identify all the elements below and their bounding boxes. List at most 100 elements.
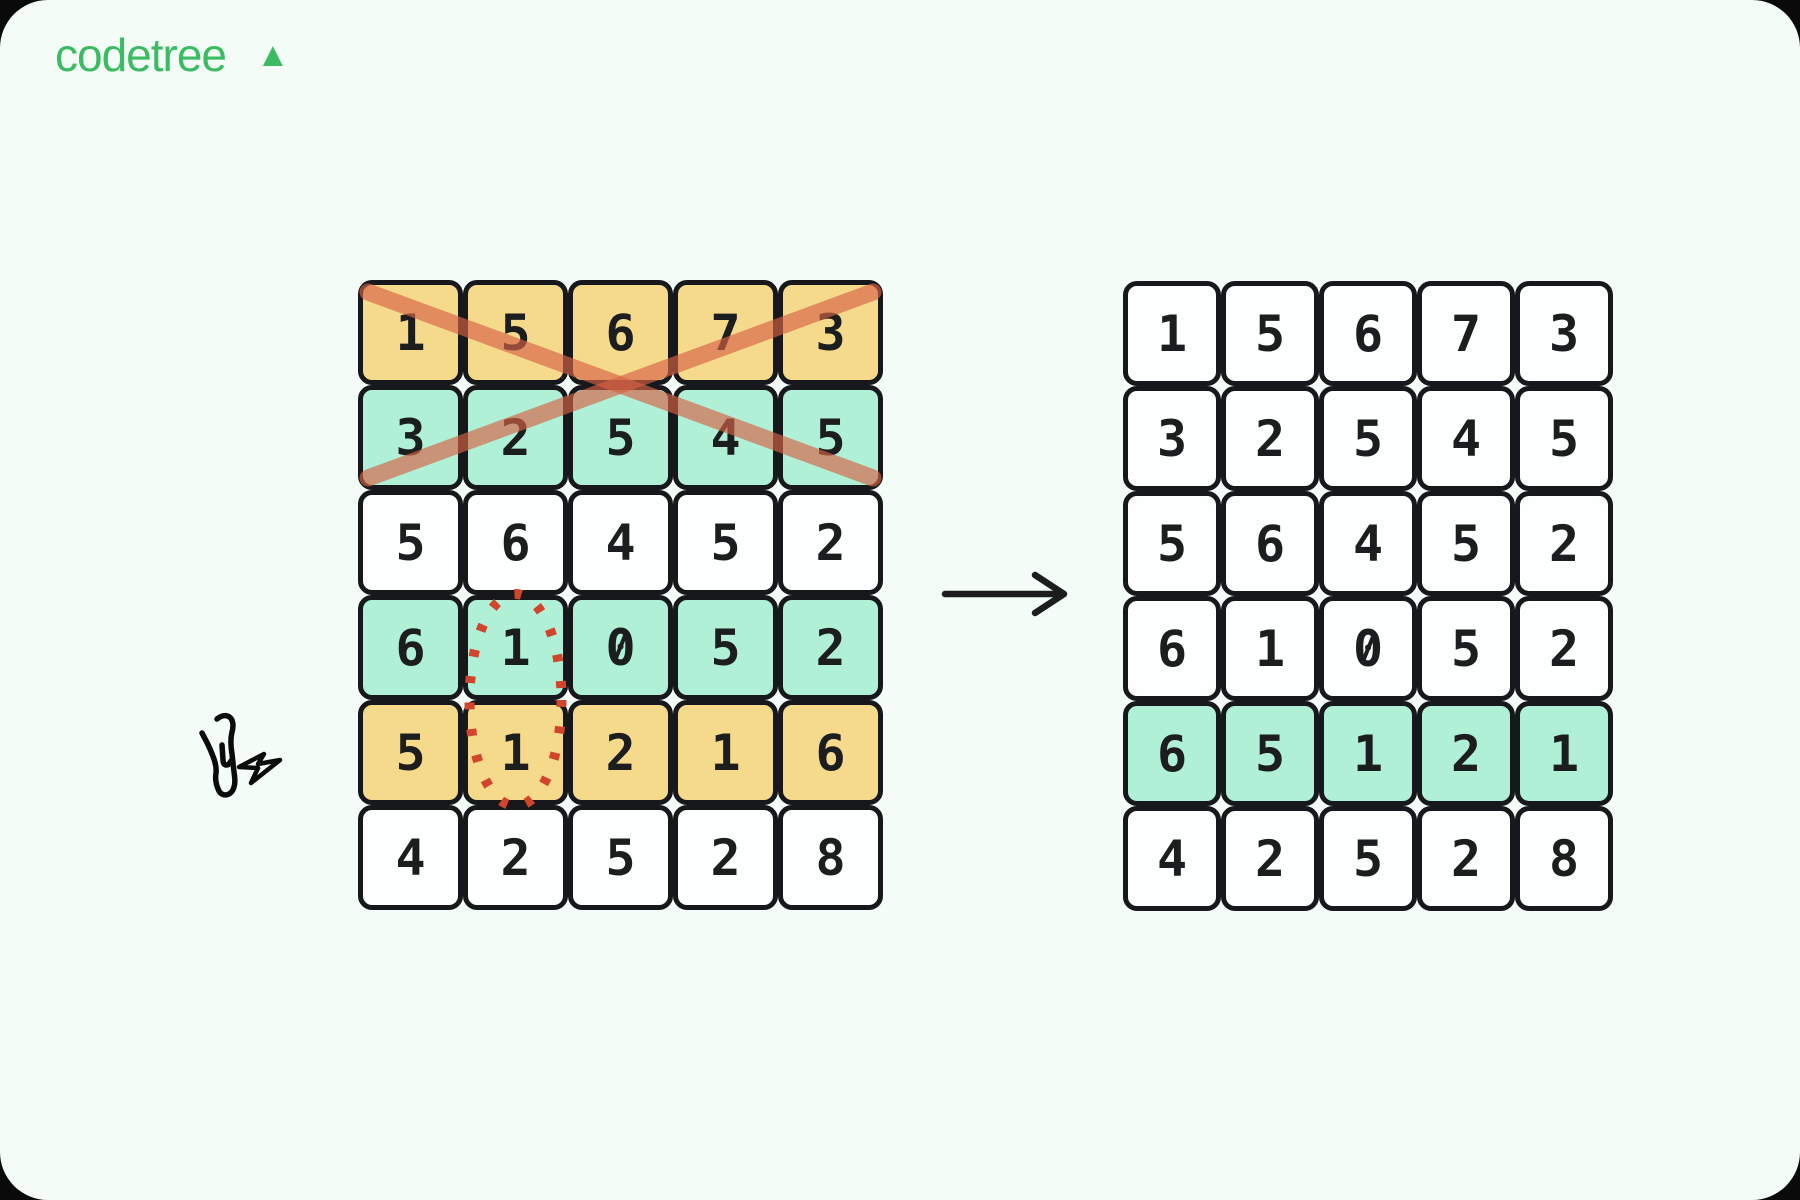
grid-cell: 1 [463,700,568,805]
grid-cell-value: 0 [605,618,636,677]
hand-outline [199,712,238,798]
grid-cell: 1 [1221,596,1319,701]
grid-cell-value: 5 [1450,514,1482,573]
grid-cell: 8 [1515,806,1613,911]
grid-cell-value: 5 [1450,619,1482,678]
grid-cell: 3 [1515,281,1613,386]
grid-cell: 4 [358,805,463,910]
grid-cell: 5 [568,805,673,910]
grid-cell-value: 6 [395,618,426,677]
grid-cell-value: 3 [1156,409,1188,468]
grid-cell: 5 [568,385,673,490]
grid-cell-value: 2 [815,618,846,677]
grid-cell: 1 [358,280,463,385]
grid-cell-value: 7 [710,303,741,362]
grid-cell-value: 6 [1352,304,1384,363]
grid-cell: 4 [1123,806,1221,911]
grid-cell-value: 8 [1548,829,1580,888]
grid-cell-value: 5 [1254,724,1286,783]
grid-cell: 5 [1417,491,1515,596]
grid-cell: 2 [1221,386,1319,491]
grid-cell-value: 6 [1254,514,1286,573]
grid-cell-value: 4 [395,828,426,887]
grid-cell: 5 [673,490,778,595]
grid-cell-value: 7 [1450,304,1482,363]
grid-cell-value: 2 [710,828,741,887]
grid-cell: 5 [1221,701,1319,806]
grid-cell: 6 [1123,701,1221,806]
grid-cell: 3 [778,280,883,385]
grid-cell: 4 [568,490,673,595]
grid-cell-value: 2 [1548,619,1580,678]
grid-cell: 5 [1221,281,1319,386]
grid-cell: 6 [568,280,673,385]
grid-cell-value: 6 [815,723,846,782]
grid-cell-value: 0 [1352,619,1384,678]
grid-cell: 1 [673,700,778,805]
transform-arrow-icon [941,571,1068,617]
grid-cell-value: 6 [605,303,636,362]
grid-cell: 2 [463,385,568,490]
grid-cell-value: 5 [1548,409,1580,468]
grid-cell: 3 [1123,386,1221,491]
grid-cell: 5 [358,490,463,595]
grid-cell-value: 5 [605,408,636,467]
grid-cell: 6 [463,490,568,595]
grid-cell: 2 [463,805,568,910]
grid-cell: 0 [1319,596,1417,701]
grid-cell: 1 [463,595,568,700]
logo: codetree ▲ [55,28,290,82]
grid-cell: 5 [673,595,778,700]
grid-cell: 2 [1515,491,1613,596]
grid-cell-value: 2 [1254,829,1286,888]
grid-cell-value: 4 [1450,409,1482,468]
grid-cell: 6 [1123,596,1221,701]
grid-cell: 2 [1221,806,1319,911]
grid-cell-value: 2 [1450,724,1482,783]
grid-cell-value: 1 [1156,304,1188,363]
grid-cell-value: 6 [1156,724,1188,783]
grid-cell-value: 1 [1352,724,1384,783]
grid-cell-value: 2 [815,513,846,572]
grid-cell-value: 3 [1548,304,1580,363]
grid-cell: 1 [1123,281,1221,386]
grid-cell-value: 2 [500,828,531,887]
grid-cell-value: 6 [1156,619,1188,678]
grid-cell: 4 [1319,491,1417,596]
grid-cell: 5 [1319,386,1417,491]
grid-cell: 2 [778,595,883,700]
grid-cell: 2 [1417,701,1515,806]
grid-cell-value: 4 [1352,514,1384,573]
grid-cell-value: 5 [710,513,741,572]
grid-cell: 2 [1417,806,1515,911]
grid-cell: 2 [1515,596,1613,701]
grid-cell-value: 1 [500,618,531,677]
grid-cell: 5 [1319,806,1417,911]
grid-cell: 1 [1319,701,1417,806]
grid-cell-value: 4 [710,408,741,467]
grid-cell: 8 [778,805,883,910]
grid-cell: 7 [673,280,778,385]
grid-cell-value: 5 [710,618,741,677]
grid-cell-value: 2 [1254,409,1286,468]
grid-cell-value: 1 [710,723,741,782]
grid-cell: 3 [358,385,463,490]
grid-cell: 2 [673,805,778,910]
grid-cell: 6 [778,700,883,805]
grid-cell: 5 [1123,491,1221,596]
grid-cell: 6 [1221,491,1319,596]
grid-cell: 5 [463,280,568,385]
grid-cell: 2 [568,700,673,805]
grid-cell-value: 1 [500,723,531,782]
grid-cell-value: 5 [1156,514,1188,573]
grid-cell: 4 [673,385,778,490]
grid-cell-value: 5 [1254,304,1286,363]
grid-cell: 6 [358,595,463,700]
grid-cell: 5 [1417,596,1515,701]
grid-cell-value: 5 [395,723,426,782]
logo-triangle-icon: ▲ [256,36,290,74]
